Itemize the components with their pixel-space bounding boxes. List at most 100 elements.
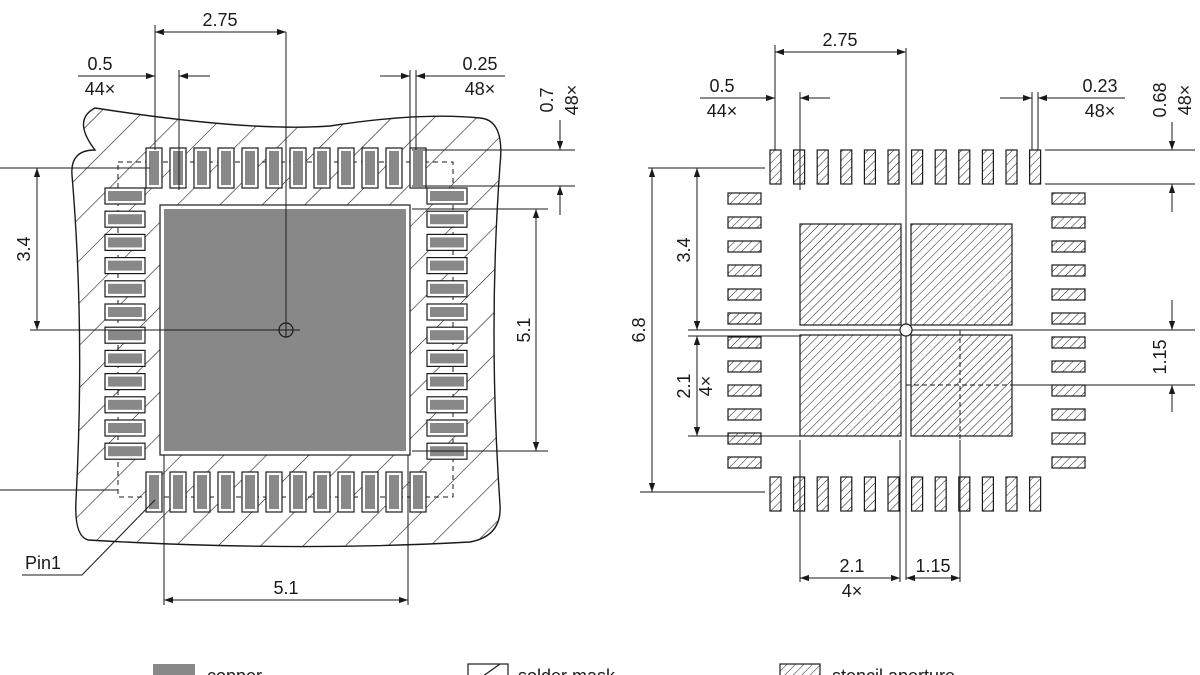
dim-thermal-horizontal: 5.1 <box>273 578 298 598</box>
stencil-aperture <box>792 149 806 185</box>
legend-swatch-solder-mask <box>467 663 509 675</box>
legend-label-stencil: stencil aperture <box>832 666 955 675</box>
copper-pad <box>149 475 159 509</box>
right-dim-overall-vertical: 6.8 <box>629 317 649 342</box>
stencil-aperture <box>727 456 762 469</box>
stencil-aperture <box>727 216 762 229</box>
copper-pad <box>269 475 279 509</box>
copper-pad <box>221 151 231 185</box>
stencil-aperture <box>1051 384 1086 397</box>
thermal-sub-aperture <box>799 223 902 326</box>
copper-pad <box>108 214 142 225</box>
pin1-label: Pin1 <box>25 553 61 573</box>
stencil-aperture <box>1051 216 1086 229</box>
copper-pad <box>317 151 327 185</box>
copper-pad <box>430 214 464 225</box>
stencil-aperture <box>887 476 900 512</box>
copper-pad <box>389 151 399 185</box>
dim-pad-width: 0.5 <box>87 54 112 74</box>
copper-pad <box>293 151 303 185</box>
stencil-aperture <box>727 288 762 301</box>
stencil-aperture <box>1028 149 1042 185</box>
stencil-aperture <box>727 336 762 349</box>
copper-pad <box>430 191 464 201</box>
right-dim-pad-width: 0.5 <box>709 76 734 96</box>
copper-pad <box>173 475 183 509</box>
stencil-aperture <box>1051 288 1086 301</box>
stencil-aperture <box>863 476 877 512</box>
stencil-aperture <box>840 149 853 185</box>
right-dim-sub-gap-vertical: 1.15 <box>1150 339 1170 374</box>
copper-pad <box>197 151 207 185</box>
copper-pad <box>108 237 142 248</box>
dim-pitch-half: 2.75 <box>202 10 237 30</box>
copper-pad <box>245 475 255 509</box>
copper-pad <box>197 475 207 509</box>
right-dim-aperture-gap-count: 48× <box>1085 101 1116 121</box>
right-dim-offset-vertical: 3.4 <box>674 237 694 262</box>
dim-solder-gap-count: 48× <box>465 79 496 99</box>
copper-pad <box>108 307 142 317</box>
stencil-aperture <box>910 149 924 185</box>
copper-pad <box>430 399 464 410</box>
copper-pad <box>365 151 375 185</box>
copper-pad <box>430 260 464 271</box>
copper-pad <box>413 475 423 509</box>
stencil-aperture <box>727 312 762 325</box>
right-dim-aperture-gap: 0.23 <box>1082 76 1117 96</box>
copper-pad <box>365 475 375 509</box>
right-dim-sub-aperture-vertical-count: 4× <box>696 376 716 397</box>
stencil-aperture <box>934 149 947 185</box>
legend-label-solder-mask: solder mask <box>518 666 616 675</box>
stencil-aperture <box>840 476 853 512</box>
stencil-aperture <box>769 476 782 512</box>
copper-pad <box>108 446 142 457</box>
stencil-aperture <box>1051 432 1086 445</box>
stencil-aperture <box>816 476 829 512</box>
stencil-aperture <box>1051 456 1086 469</box>
copper-pad <box>413 151 423 185</box>
legend-swatch-copper <box>153 664 195 675</box>
dim-pad-length: 0.7 <box>537 87 557 112</box>
dim-pad-length-count: 48× <box>562 85 582 116</box>
dim-solder-gap: 0.25 <box>462 54 497 74</box>
stencil-aperture <box>727 360 762 373</box>
copper-pad <box>293 475 303 509</box>
copper-pad <box>108 399 142 410</box>
right-stencil-view: 2.75 0.5 44× 0.23 48× 0.68 48× 3.4 6.8 <box>629 30 1195 601</box>
copper-pad <box>108 330 142 341</box>
stencil-aperture <box>1051 264 1086 277</box>
stencil-aperture <box>1005 149 1018 185</box>
stencil-aperture <box>816 149 829 185</box>
pin1-leader <box>22 499 156 576</box>
stencil-aperture <box>792 476 806 512</box>
copper-pad <box>108 376 142 387</box>
right-center-marker-icon <box>899 323 913 337</box>
copper-pad <box>245 151 255 185</box>
copper-pad <box>430 423 464 433</box>
copper-pad <box>221 475 231 509</box>
right-dim-aperture-length: 0.68 <box>1150 82 1170 117</box>
stencil-aperture <box>727 192 762 205</box>
copper-pad <box>108 260 142 271</box>
right-dim-sub-aperture-horizontal: 2.1 <box>839 556 864 576</box>
stencil-aperture <box>934 476 947 512</box>
copper-pad <box>389 475 399 509</box>
right-dim-sub-aperture-horizontal-count: 4× <box>842 581 863 601</box>
stencil-aperture <box>727 384 762 397</box>
stencil-aperture <box>727 264 762 277</box>
thermal-sub-aperture <box>910 223 1013 326</box>
right-dim-pitch-half: 2.75 <box>822 30 857 50</box>
right-dim-pad-width-count: 44× <box>707 101 738 121</box>
right-dim-sub-aperture-vertical: 2.1 <box>674 373 694 398</box>
stencil-aperture <box>1028 476 1042 512</box>
stencil-aperture <box>1005 476 1018 512</box>
legend-label-copper: copper <box>207 666 262 675</box>
legend-swatch-stencil <box>779 663 821 675</box>
stencil-aperture <box>958 476 971 512</box>
copper-pad <box>108 283 142 294</box>
stencil-aperture <box>887 149 900 185</box>
stencil-aperture <box>863 149 877 185</box>
copper-pad <box>173 151 183 185</box>
stencil-aperture <box>727 240 762 253</box>
